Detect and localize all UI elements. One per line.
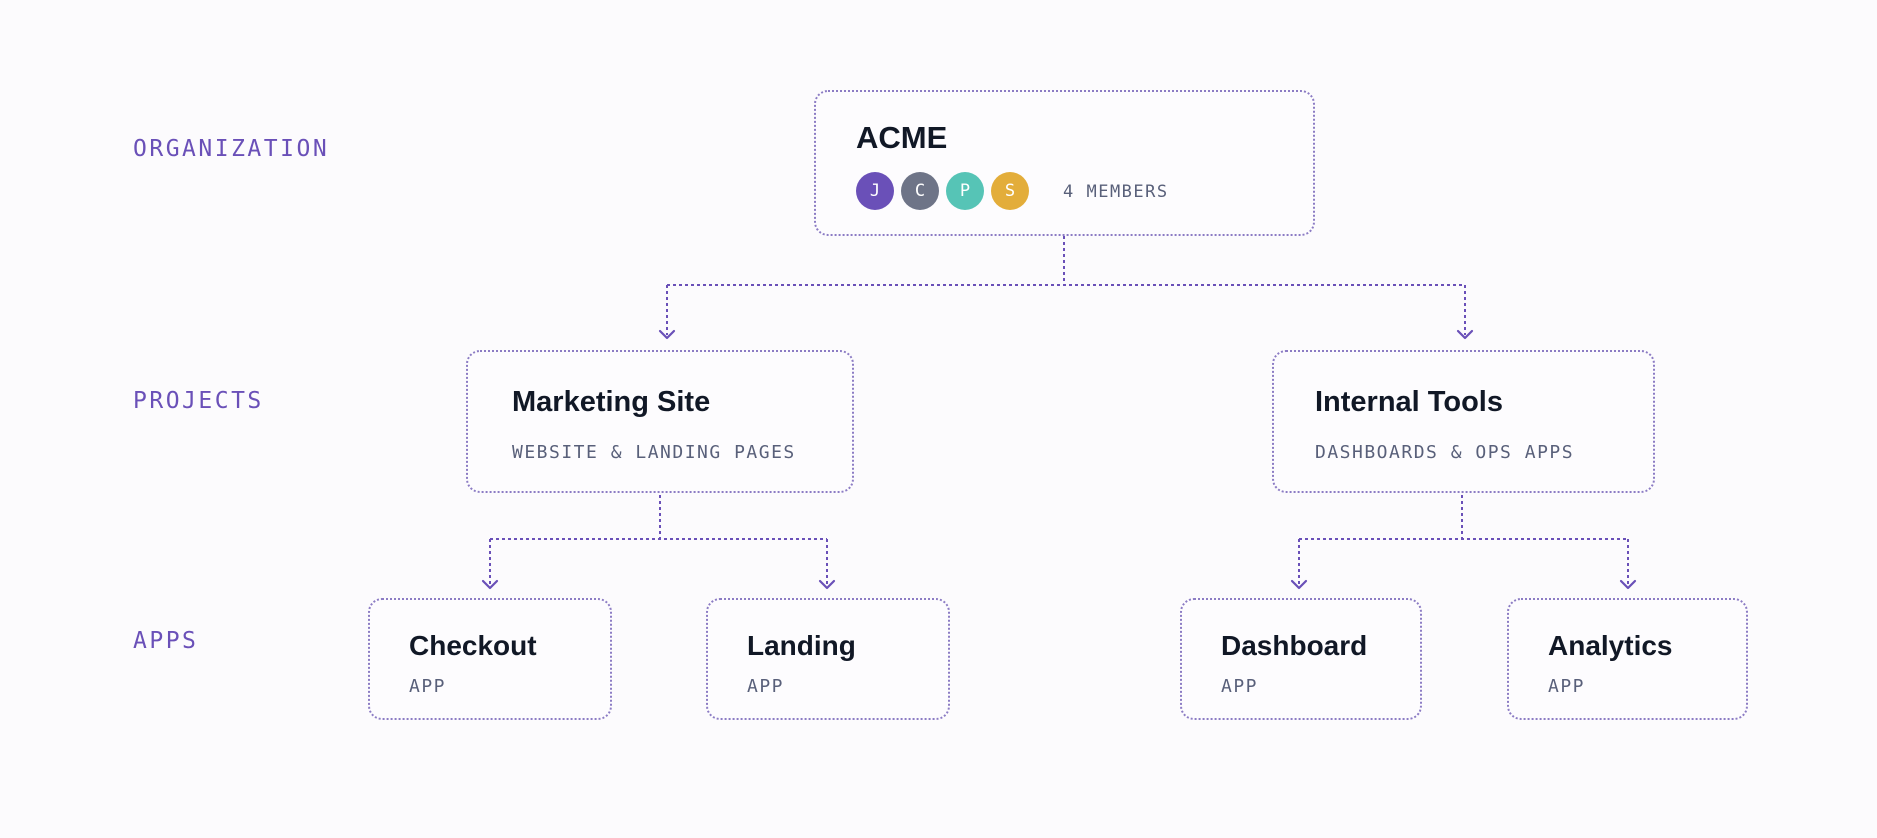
app-name: Dashboard (1221, 630, 1368, 661)
avatar[interactable]: J (856, 172, 894, 210)
app-type: APP (409, 676, 447, 697)
org-node-acme[interactable]: ACME J C P S 4 MEMBERS (814, 90, 1315, 236)
project-node-marketing-site[interactable]: Marketing Site WEBSITE & LANDING PAGES (466, 350, 854, 493)
app-node-checkout[interactable]: Checkout APP (368, 598, 612, 720)
app-type: APP (1548, 676, 1586, 697)
app-name: Checkout (409, 630, 537, 661)
app-name: Landing (747, 630, 856, 661)
arrowhead-checkout (481, 579, 499, 590)
app-type: APP (747, 676, 785, 697)
app-node-dashboard[interactable]: Dashboard APP (1180, 598, 1422, 720)
app-node-landing[interactable]: Landing APP (706, 598, 950, 720)
tier-label-organization: ORGANIZATION (133, 136, 330, 162)
app-name: Analytics (1548, 630, 1673, 661)
arrowhead-dashboard (1290, 579, 1308, 590)
app-node-analytics[interactable]: Analytics APP (1507, 598, 1748, 720)
arrowhead-landing (818, 579, 836, 590)
app-type: APP (1221, 676, 1259, 697)
arrowhead-internal (1456, 329, 1474, 340)
project-node-internal-tools[interactable]: Internal Tools DASHBOARDS & OPS APPS (1272, 350, 1655, 493)
tier-label-apps: APPS (133, 628, 199, 654)
project-name: Marketing Site (512, 386, 711, 418)
org-name: ACME (856, 120, 948, 155)
members-count: 4 MEMBERS (1063, 182, 1169, 202)
avatar[interactable]: C (901, 172, 939, 210)
arrowhead-marketing (658, 329, 676, 340)
arrowhead-analytics (1619, 579, 1637, 590)
avatar[interactable]: S (991, 172, 1029, 210)
project-description: DASHBOARDS & OPS APPS (1315, 442, 1575, 463)
project-name: Internal Tools (1315, 386, 1503, 418)
project-description: WEBSITE & LANDING PAGES (512, 442, 796, 463)
avatar[interactable]: P (946, 172, 984, 210)
tier-label-projects: PROJECTS (133, 388, 264, 414)
